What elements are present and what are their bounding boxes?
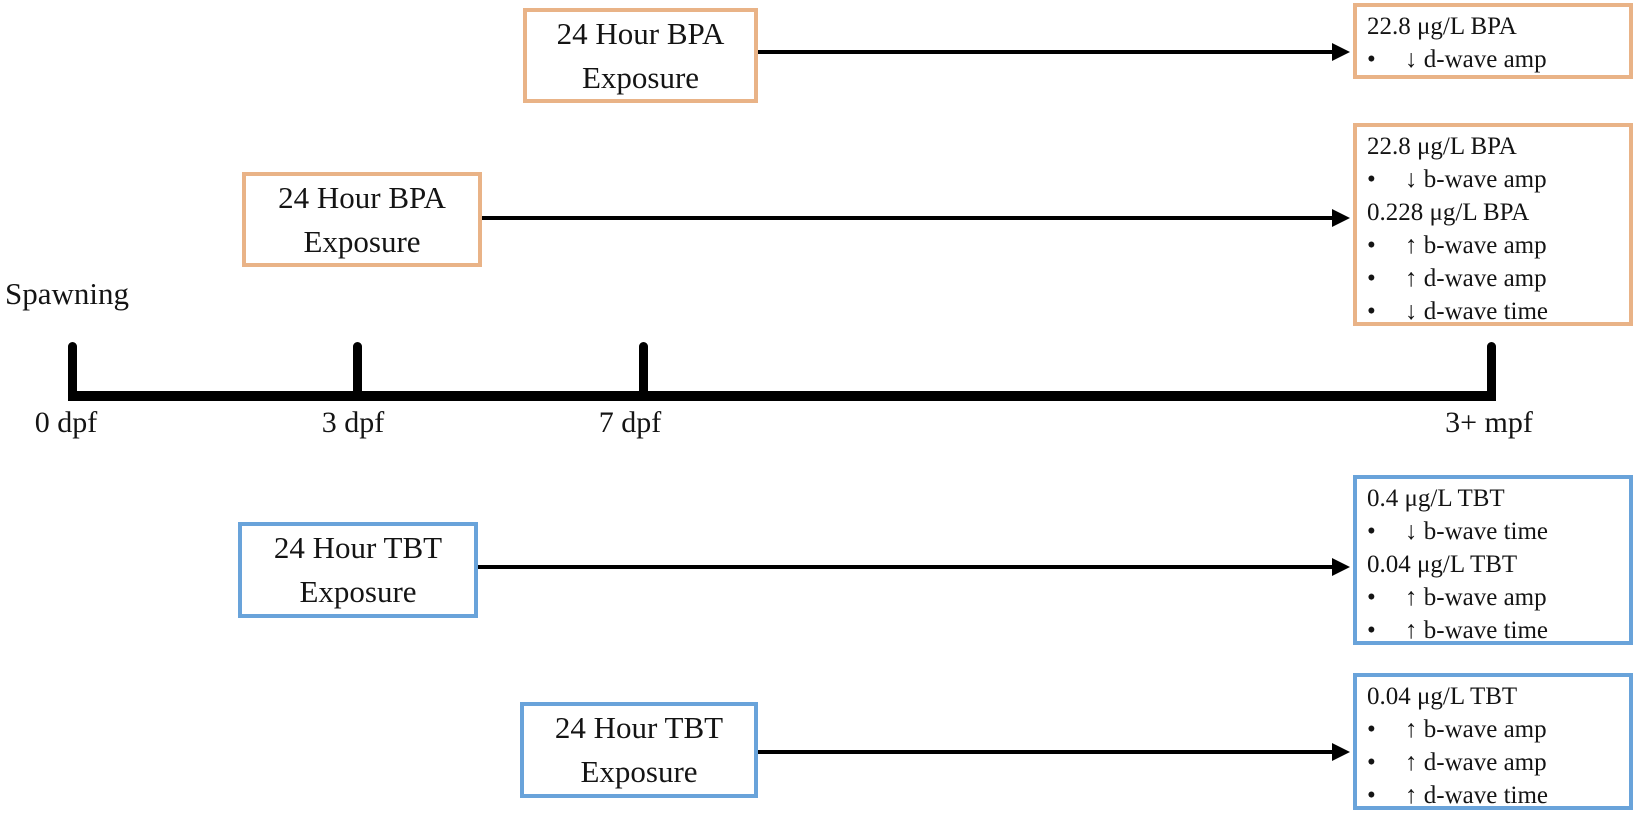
result-line: 0.4 μg/L TBT: [1367, 482, 1619, 515]
result-line: • ↓ d-wave time: [1367, 295, 1619, 328]
arrow-tbt-7dpf-to-results: [758, 750, 1333, 754]
result-line-text: 0.04 μg/L TBT: [1367, 683, 1518, 710]
result-line-text: 22.8 μg/L BPA: [1367, 133, 1517, 160]
timeline-axis: [68, 391, 1496, 401]
result-line: • ↑ b-wave amp: [1367, 713, 1619, 746]
result-line-text: ↓ b-wave amp: [1405, 166, 1547, 193]
exposure-box-label-line2: Exposure: [581, 59, 700, 95]
result-line-text: ↓ d-wave amp: [1405, 46, 1547, 73]
bullet-icon: •: [1367, 232, 1376, 259]
result-line-text: ↑ d-wave amp: [1405, 749, 1547, 776]
result-line-text: ↑ d-wave amp: [1405, 265, 1547, 292]
result-line-text: ↑ b-wave amp: [1405, 716, 1547, 743]
bullet-icon: •: [1367, 782, 1376, 809]
result-line: • ↑ b-wave amp: [1367, 581, 1619, 614]
exposure-box-label-line1: 24 Hour BPA: [556, 15, 725, 51]
bullet-icon: •: [1367, 166, 1376, 193]
result-line-text: 0.4 μg/L TBT: [1367, 485, 1505, 512]
result-line-text: ↑ b-wave amp: [1405, 232, 1547, 259]
bullet-icon: •: [1367, 46, 1376, 73]
timeline-label-3mpf: 3+ mpf: [1445, 406, 1533, 439]
result-box-bpa-7dpf: 22.8 μg/L BPA • ↓ d-wave amp: [1353, 3, 1633, 79]
result-line: 22.8 μg/L BPA: [1367, 10, 1619, 43]
exposure-box-label-line1: 24 Hour TBT: [273, 530, 443, 565]
bullet-icon: •: [1367, 716, 1376, 743]
result-line: 0.228 μg/L BPA: [1367, 196, 1619, 229]
result-line-text: ↓ d-wave time: [1405, 298, 1549, 325]
result-line-text: 22.8 μg/L BPA: [1367, 13, 1517, 40]
arrow-bpa-7dpf-to-results: [758, 50, 1333, 54]
timeline-tick-3mpf: [1487, 342, 1496, 401]
exposure-box-label-line1: 24 Hour TBT: [554, 710, 724, 745]
exposure-box-label-line2: Exposure: [299, 574, 417, 609]
result-line: • ↓ d-wave amp: [1367, 43, 1619, 76]
result-line: 22.8 μg/L BPA: [1367, 130, 1619, 163]
bullet-icon: •: [1367, 518, 1376, 545]
result-line: • ↑ b-wave time: [1367, 614, 1619, 647]
arrow-tbt-3dpf-to-results: [478, 565, 1333, 569]
exposure-box-label-line1: 24 Hour BPA: [278, 179, 446, 215]
timeline-label-7dpf: 7 dpf: [598, 406, 662, 439]
result-line-text: ↓ b-wave time: [1405, 518, 1549, 545]
timeline-tick-0dpf: [68, 342, 77, 401]
result-line: • ↑ b-wave amp: [1367, 229, 1619, 262]
spawning-label: Spawning: [5, 276, 129, 311]
arrow-bpa-3dpf-to-results: [482, 216, 1333, 220]
timeline-tick-3dpf: [353, 342, 362, 401]
result-box-tbt-3dpf: 0.4 μg/L TBT • ↓ b-wave time 0.04 μg/L T…: [1353, 475, 1633, 645]
bullet-icon: •: [1367, 298, 1376, 325]
result-line-text: ↑ d-wave time: [1405, 782, 1549, 809]
bullet-icon: •: [1367, 749, 1376, 776]
result-line: • ↑ d-wave time: [1367, 779, 1619, 812]
exposure-box-label-line2: Exposure: [303, 223, 421, 259]
timeline-tick-7dpf: [639, 342, 648, 401]
exposure-box-bpa-7dpf: 24 Hour BPA Exposure: [523, 8, 758, 103]
result-line-text: 0.04 μg/L TBT: [1367, 551, 1518, 578]
result-line: 0.04 μg/L TBT: [1367, 680, 1619, 713]
result-line: • ↑ d-wave amp: [1367, 746, 1619, 779]
result-line: • ↑ d-wave amp: [1367, 262, 1619, 295]
exposure-box-label-line2: Exposure: [580, 754, 698, 789]
result-line: 0.04 μg/L TBT: [1367, 548, 1619, 581]
result-box-bpa-3dpf: 22.8 μg/L BPA • ↓ b-wave amp 0.228 μg/L …: [1353, 123, 1633, 326]
result-line-text: 0.228 μg/L BPA: [1367, 199, 1530, 226]
result-box-tbt-7dpf: 0.04 μg/L TBT • ↑ b-wave amp • ↑ d-wave …: [1353, 673, 1633, 810]
result-line-text: ↑ b-wave time: [1405, 617, 1549, 644]
exposure-box-tbt-3dpf: 24 Hour TBT Exposure: [238, 522, 478, 618]
bullet-icon: •: [1367, 265, 1376, 292]
result-line: • ↓ b-wave amp: [1367, 163, 1619, 196]
timeline-label-0dpf: 0 dpf: [34, 406, 98, 439]
bullet-icon: •: [1367, 584, 1376, 611]
result-line-text: ↑ b-wave amp: [1405, 584, 1547, 611]
exposure-box-bpa-3dpf: 24 Hour BPA Exposure: [242, 172, 482, 267]
result-line: • ↓ b-wave time: [1367, 515, 1619, 548]
bullet-icon: •: [1367, 617, 1376, 644]
timeline-label-3dpf: 3 dpf: [321, 406, 385, 439]
exposure-box-tbt-7dpf: 24 Hour TBT Exposure: [520, 702, 758, 798]
